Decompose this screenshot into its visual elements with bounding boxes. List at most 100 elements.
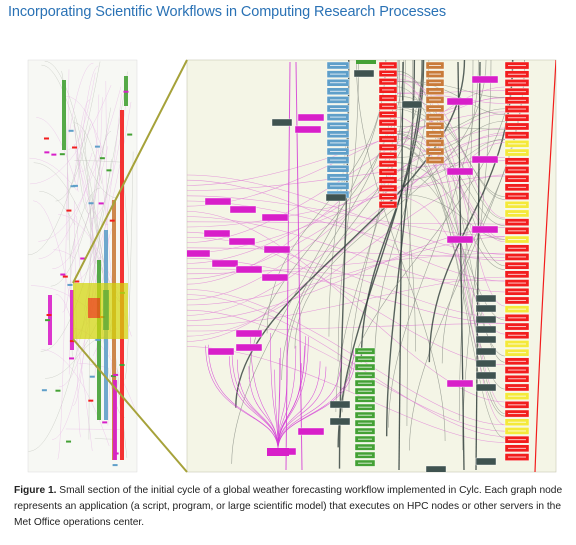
task-node xyxy=(330,418,350,425)
red2-node-label xyxy=(508,100,526,101)
task-node xyxy=(356,60,376,64)
red2-node-label xyxy=(508,265,526,266)
figure-label: Figure 1. xyxy=(14,485,56,496)
red1-node-label xyxy=(382,163,394,164)
task-node xyxy=(184,250,210,257)
overview-node xyxy=(45,319,50,321)
red1-node-label xyxy=(382,89,394,90)
green-node-label xyxy=(358,415,372,416)
red2-node-label xyxy=(508,343,526,344)
red2-node-label xyxy=(508,256,526,257)
blue-node-label xyxy=(330,160,346,161)
task-node xyxy=(472,76,498,83)
blue-node-label xyxy=(330,82,346,83)
overview-node xyxy=(113,464,118,466)
orange-node-label xyxy=(429,99,441,100)
overview-node xyxy=(106,169,111,171)
red2-node-label xyxy=(508,309,526,310)
red2-node-label xyxy=(508,283,526,284)
task-node xyxy=(236,266,262,273)
orange-node-label xyxy=(429,117,441,118)
green-node-label xyxy=(358,463,372,464)
overview-node xyxy=(88,298,100,318)
orange-node-label xyxy=(429,91,441,92)
task-node xyxy=(447,236,473,243)
task-node xyxy=(476,336,496,343)
overview-node xyxy=(42,389,47,391)
orange-node-label xyxy=(429,108,441,109)
red1-node-label xyxy=(382,155,394,156)
red2-node-label xyxy=(508,187,526,188)
task-node xyxy=(272,119,292,126)
red2-node-label xyxy=(508,404,526,405)
overview-node xyxy=(69,357,74,359)
task-node xyxy=(295,126,321,133)
red2-node-label xyxy=(508,387,526,388)
red2-node-label xyxy=(508,135,526,136)
green-node-label xyxy=(358,455,372,456)
overview-node xyxy=(123,91,128,93)
orange-node-label xyxy=(429,82,441,83)
task-node xyxy=(262,274,288,281)
overview-node xyxy=(89,202,94,204)
blue-node-label xyxy=(330,185,346,186)
green-node-label xyxy=(358,351,372,352)
orange-node-label xyxy=(429,160,441,161)
green-node-label xyxy=(358,439,372,440)
task-node xyxy=(208,348,234,355)
overview-node xyxy=(103,290,109,330)
overview-node xyxy=(95,146,100,148)
overview-node xyxy=(114,452,119,454)
red1-node-label xyxy=(382,98,394,99)
red2-node-label xyxy=(508,161,526,162)
task-node xyxy=(476,372,496,379)
task-node xyxy=(230,206,256,213)
task-node xyxy=(447,380,473,387)
task-node xyxy=(476,348,496,355)
red1-node-label xyxy=(382,180,394,181)
task-node xyxy=(447,168,473,175)
red2-node-label xyxy=(508,457,526,458)
task-node xyxy=(298,428,324,435)
red1-node-label xyxy=(382,81,394,82)
red1-node-label xyxy=(382,147,394,148)
green-node-label xyxy=(358,399,372,400)
overview-node xyxy=(127,134,132,136)
red1-node-label xyxy=(382,196,394,197)
red2-node-label xyxy=(508,291,526,292)
red2-node-label xyxy=(508,300,526,301)
red2-node-label xyxy=(508,448,526,449)
overview-highlight-region xyxy=(73,283,128,339)
task-node xyxy=(476,384,496,391)
blue-node-label xyxy=(330,117,346,118)
task-node xyxy=(236,344,262,351)
red1-node-label xyxy=(382,171,394,172)
overview-node xyxy=(88,400,93,402)
task-node xyxy=(447,98,473,105)
green-node-label xyxy=(358,407,372,408)
red2-node-label xyxy=(508,74,526,75)
overview-node xyxy=(60,153,65,155)
overview-node xyxy=(60,274,65,276)
blue-node-label xyxy=(330,151,346,152)
red2-node-label xyxy=(508,396,526,397)
overview-node xyxy=(51,154,56,156)
overview-node xyxy=(95,339,100,341)
red2-node-label xyxy=(508,196,526,197)
orange-node-label xyxy=(429,74,441,75)
red2-node-label xyxy=(508,65,526,66)
figure-caption-text: Small section of the initial cycle of a … xyxy=(14,485,562,528)
task-node xyxy=(330,401,350,408)
task-node xyxy=(476,305,496,312)
overview-node xyxy=(66,441,71,443)
red2-node-label xyxy=(508,152,526,153)
task-node xyxy=(476,316,496,323)
overview-node-column xyxy=(113,380,117,460)
task-node xyxy=(402,101,422,108)
task-node xyxy=(476,458,496,465)
red1-node-label xyxy=(382,65,394,66)
overview-node xyxy=(110,220,115,222)
red1-node-label xyxy=(382,139,394,140)
orange-node-label xyxy=(429,125,441,126)
